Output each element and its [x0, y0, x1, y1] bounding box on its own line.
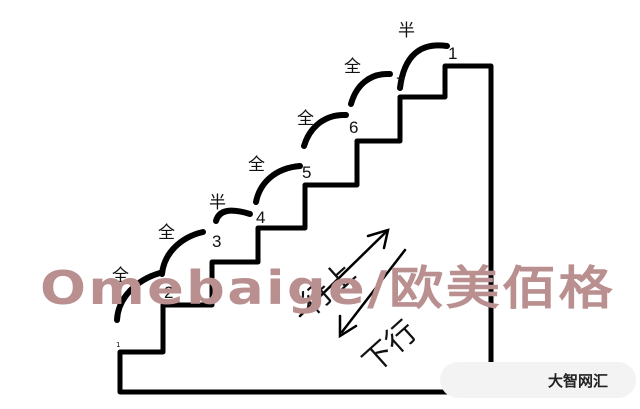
- downward-arrow: [338, 248, 407, 339]
- step-number-2: 2: [164, 283, 173, 302]
- upward-arrow: [298, 228, 390, 318]
- mark-step-6: 全: [297, 109, 314, 129]
- arc-step-5: [253, 163, 303, 205]
- mark-step-5: 全: [248, 155, 265, 175]
- watermark: Omebaige/欧美佰格: [40, 261, 615, 315]
- downward-arrow-text: 下行: [356, 314, 424, 380]
- step-number-7: 7: [396, 74, 405, 93]
- upward-arrow-shaft: [298, 230, 388, 318]
- badge-background: [440, 362, 636, 398]
- step-number-3: 3: [212, 232, 221, 251]
- upward-arrow-head: [366, 228, 390, 250]
- mark-step-2: 全: [112, 266, 129, 286]
- mark-step-3: 全: [158, 223, 175, 243]
- step-number-5: 5: [302, 163, 311, 182]
- arc-step-6: [301, 111, 349, 149]
- mark-step-4: 半: [209, 193, 226, 213]
- step-number-6: 6: [349, 118, 358, 137]
- base-mark: 1: [116, 341, 120, 349]
- arc-step-4: [213, 207, 253, 224]
- stroke-arcs: [114, 42, 450, 323]
- arc-step-7: [348, 70, 393, 107]
- downward-arrow-shaft: [340, 248, 407, 334]
- source-badge: 大智网汇: [440, 362, 636, 398]
- arc-step-1: [397, 42, 450, 91]
- step-number-4: 4: [256, 208, 265, 227]
- arc-step-3: [159, 229, 206, 277]
- arc-step-2: [114, 270, 163, 323]
- badge-text: 大智网汇: [548, 372, 608, 390]
- staircase-outline: [117, 63, 494, 395]
- downward-arrow-head: [338, 314, 358, 339]
- mark-step-1: 半: [398, 21, 415, 41]
- mark-step-7: 全: [344, 57, 361, 77]
- step-number-1: 1: [448, 44, 457, 63]
